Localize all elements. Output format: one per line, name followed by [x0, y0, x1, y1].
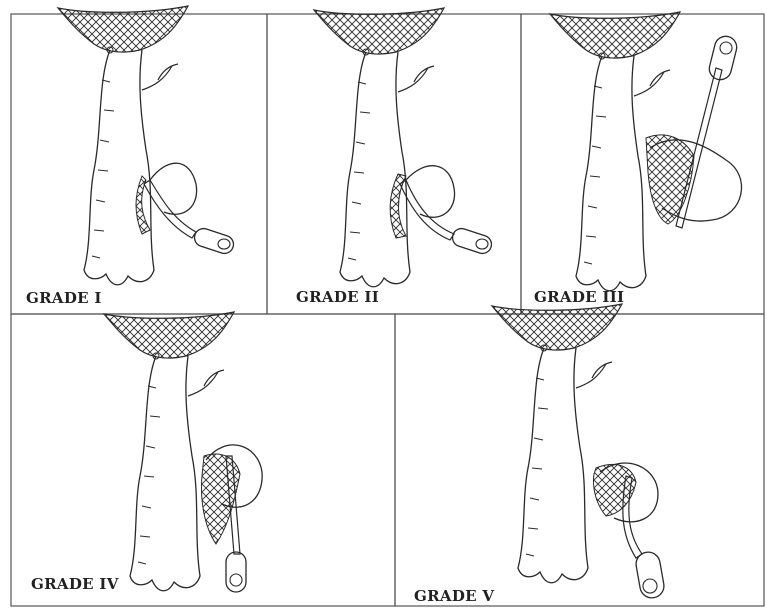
- grade-3-illustration: [550, 12, 742, 291]
- grade-2-label: GRADE II: [296, 288, 379, 306]
- panel-grade-5: GRADE V: [414, 304, 666, 605]
- panel-grade-3: GRADE III: [534, 12, 742, 306]
- grade-2-illustration: [314, 8, 494, 287]
- grade-5-label: GRADE V: [414, 587, 494, 605]
- panel-grade-1: GRADE I: [26, 6, 236, 307]
- grade-4-label: GRADE IV: [31, 575, 119, 593]
- grade-1-illustration: [58, 6, 236, 285]
- panel-grade-4: GRADE IV: [31, 312, 262, 593]
- panel-grade-2: GRADE II: [296, 8, 494, 306]
- grade-1-label: GRADE I: [26, 289, 102, 307]
- grade-5-illustration: [492, 304, 666, 600]
- grade-3-label: GRADE III: [534, 288, 624, 306]
- panel-frames: [11, 14, 764, 606]
- grade-4-illustration: [104, 312, 262, 592]
